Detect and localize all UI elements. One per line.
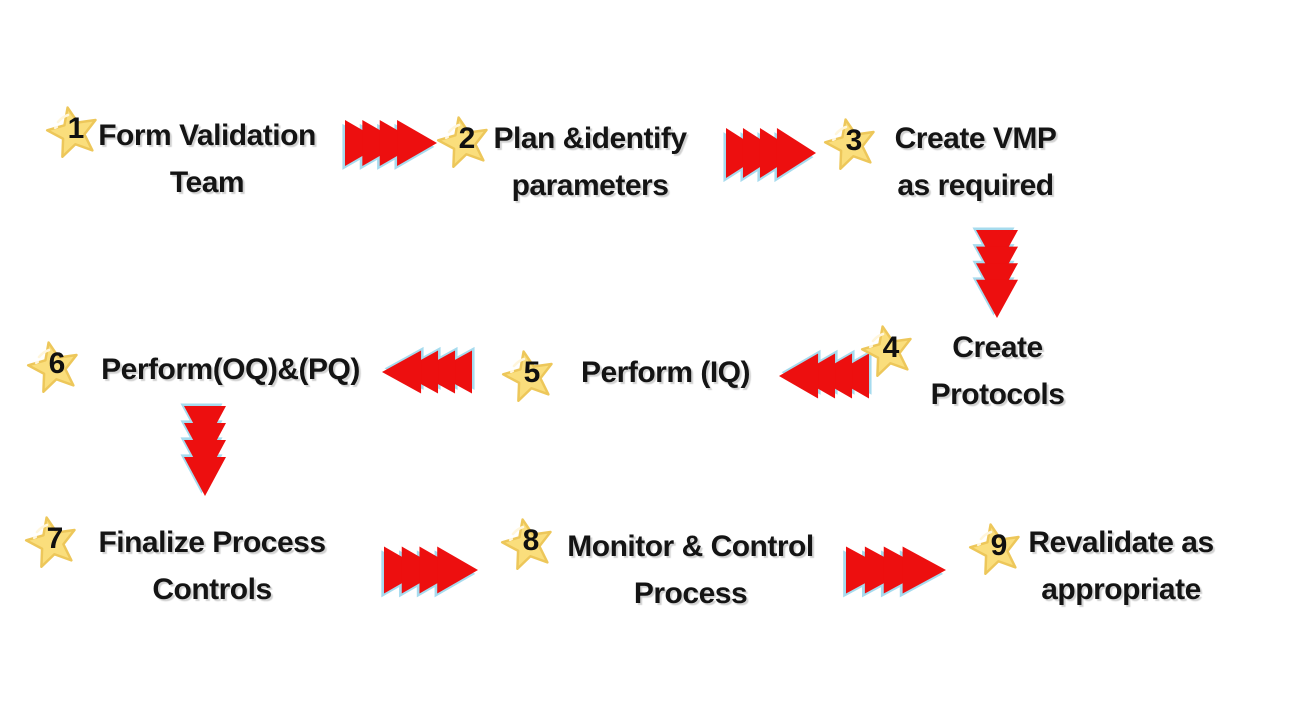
step-7-star-icon: 7: [21, 511, 82, 570]
step-5-number: 5: [523, 356, 541, 389]
step-3-star-icon: 3: [820, 113, 881, 172]
flow-arrow-right-2-3: [723, 128, 816, 183]
step-8-label: Monitor & Control Process: [548, 523, 833, 617]
step-2-label-line-2: parameters: [511, 169, 669, 202]
flow-arrow-left-5-6: [382, 346, 475, 393]
step-5-star-icon: 5: [498, 345, 559, 404]
step-3-label-line-2: as required: [897, 169, 1054, 202]
step-5-label: Perform (IQ): [558, 349, 773, 396]
step-9-label-line-1: Revalidate as: [1028, 526, 1214, 559]
step-7-label-line-1: Finalize Process: [98, 526, 326, 559]
step-8-star-icon: 8: [497, 513, 558, 572]
step-4-label: Create Protocols: [900, 324, 1095, 418]
step-9-star-icon: 9: [965, 518, 1026, 577]
step-7-label: Finalize Process Controls: [78, 519, 346, 613]
step-1-label-line-2: Team: [169, 166, 245, 199]
flow-arrow-right-8-9: [843, 546, 946, 597]
step-7-label-line-2: Controls: [152, 573, 272, 606]
step-4-label-line-1: Create: [952, 331, 1043, 364]
step-4-label-line-2: Protocols: [930, 378, 1065, 411]
flow-arrow-down-3-4: [972, 227, 1018, 318]
flow-arrow-down-6-7: [180, 403, 226, 496]
step-9-label-line-2: appropriate: [1041, 573, 1201, 606]
step-1-number: 1: [67, 112, 85, 145]
step-9-number: 9: [990, 529, 1008, 562]
step-8-number: 8: [522, 524, 540, 557]
step-6-star-icon: 6: [23, 336, 84, 395]
step-4-star-icon: 4: [857, 320, 918, 379]
step-8-label-line-2: Process: [633, 577, 748, 610]
step-4-number: 4: [882, 331, 900, 364]
step-3-label: Create VMP as required: [853, 115, 1098, 209]
step-1-star-icon: 1: [42, 101, 103, 160]
step-5-label-line-1: Perform (IQ): [580, 356, 751, 389]
step-6-label-line-1: Perform(OQ)&(PQ): [101, 353, 360, 386]
step-3-label-line-1: Create VMP: [894, 122, 1057, 155]
step-3-number: 3: [845, 124, 863, 157]
step-6-number: 6: [48, 347, 66, 380]
flow-arrow-left-4-5: [779, 349, 872, 398]
step-2-star-icon: 2: [433, 111, 494, 170]
step-7-number: 7: [46, 522, 64, 555]
step-1-label-line-1: Form Validation: [98, 119, 316, 152]
step-2-label: Plan &identify parameters: [470, 115, 710, 209]
step-9-label: Revalidate as appropriate: [1002, 519, 1240, 613]
step-2-number: 2: [458, 122, 476, 155]
step-8-label-line-1: Monitor & Control: [567, 530, 814, 563]
flow-arrow-right-7-8: [381, 546, 478, 597]
step-6-label: Perform(OQ)&(PQ): [83, 346, 378, 393]
flow-arrow-right-1-2: [342, 120, 437, 170]
step-1-label: Form Validation Team: [72, 112, 342, 206]
step-2-label-line-1: Plan &identify: [493, 122, 687, 155]
